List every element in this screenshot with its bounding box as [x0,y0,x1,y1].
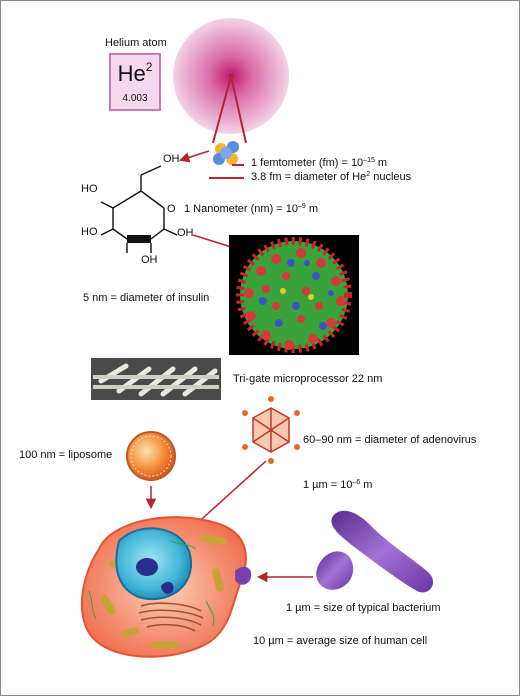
glucose-oh-right: OH [177,227,194,239]
nanometer-text: 1 Nanometer (nm) = 10 [184,203,299,215]
zoom-cone-lines [212,75,247,144]
femtometer-exp: –15 [363,157,375,164]
nanometer-exp: –9 [298,203,306,210]
bacteria-image [316,510,434,593]
liposome-image [126,431,176,481]
nanometer-unit: m [305,203,319,215]
micrometer-unit: m [360,479,373,491]
nucleus-pre: 3.8 fm = diameter of He [251,171,367,183]
adenovirus-image [242,396,300,464]
nucleus-sup: 2 [366,171,371,178]
human-cell-label: 10 µm = average size of human cell [253,635,428,647]
helium-nucleus-icon [213,141,239,165]
micrometer-text: 1 µm = 10 [303,479,353,491]
trigate-label: Tri-gate microprocessor 22 nm [233,373,383,385]
helium-symbol-text: He [117,61,146,86]
glucose-ho-upper: HO [81,183,98,195]
nanometer-label: 1 Nanometer (nm) = 10–9 m [184,203,318,216]
femtometer-label: 1 femtometer (fm) = 10–15 m [251,157,387,170]
helium-symbol: He2 [111,61,159,87]
micrometer-label: 1 µm = 10–6 m [303,479,372,492]
glucose-ring-oxygen: O [167,203,176,215]
nucleus-post: nucleus [370,171,412,183]
micrometer-exp: –6 [352,479,361,486]
glucose-ho-lower: HO [81,226,98,238]
arrow-adenovirus-to-cell [191,460,267,529]
nucleus-diameter-label: 3.8 fm = diameter of He2 nucleus [251,171,411,184]
insulin-label: 5 nm = diameter of insulin [83,292,210,304]
helium-element-tile: He2 4.003 [109,53,161,111]
bacterium-label: 1 µm = size of typical bacterium [286,602,441,614]
femtometer-text: 1 femtometer (fm) = 10 [251,157,364,169]
liposome-label: 100 nm = liposome [19,449,113,461]
femtometer-unit: m [374,157,388,169]
arrow-nucleus-to-glucose [179,150,210,163]
helium-atomic-mass: 4.003 [122,93,148,104]
adenovirus-label: 60–90 nm = diameter of adenovirus [303,434,477,446]
insulin-molecule-image [229,235,359,355]
glucose-oh-top: OH [163,153,180,165]
glucose-oh-bottom: OH [141,254,158,266]
trigate-microprocessor-image [91,358,221,400]
human-cell-image [80,516,252,658]
helium-atom-title: Helium atom [105,37,167,49]
helium-symbol-sup: 2 [145,60,153,74]
glucose-molecule [100,165,178,253]
